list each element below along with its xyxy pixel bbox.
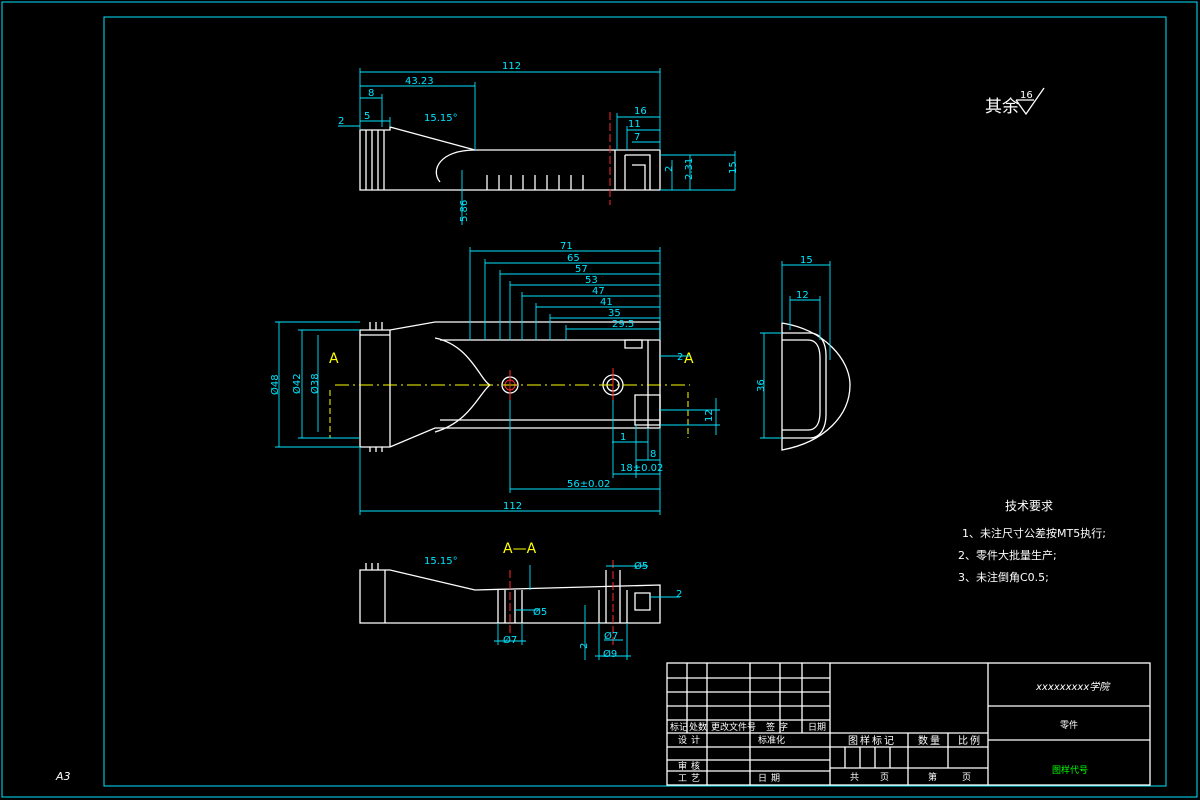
tech-item-1: 1、未注尺寸公差按MT5执行; <box>962 526 1106 540</box>
tb-header-count: 处数 <box>689 721 707 733</box>
section-dim-angle: 15.15° <box>424 556 458 567</box>
front-dim-65: 65 <box>567 253 580 264</box>
tb-header-sign: 签字 <box>766 721 792 733</box>
tb-scale: 比例 <box>958 734 982 747</box>
top-dim-586: 5.86 <box>459 200 470 222</box>
top-dim-16: 16 <box>634 106 647 117</box>
tb-header-date: 日期 <box>808 722 826 733</box>
tb-school: xxxxxxxxx学院 <box>1035 681 1111 693</box>
top-dim-2: 2 <box>338 116 344 127</box>
top-dim-angle: 15.15° <box>424 113 458 124</box>
tech-item-2: 2、零件大批量生产; <box>958 548 1057 562</box>
section-dim-d7-left: Ø7 <box>503 634 517 646</box>
top-dim-7: 7 <box>634 132 640 143</box>
top-dim-15: 15 <box>728 161 739 174</box>
front-section-letter-left: A <box>329 351 339 367</box>
front-dim-1: 1 <box>620 432 626 443</box>
section-dim-d9: Ø9 <box>603 648 617 660</box>
front-dim-41: 41 <box>600 297 613 308</box>
front-dim-35: 35 <box>608 308 621 319</box>
top-dim-43: 43.23 <box>405 76 434 87</box>
front-dim-d48: Ø48 <box>269 374 281 395</box>
section-dim-2-right: 2 <box>676 589 682 600</box>
side-dim-36: 36 <box>756 379 767 392</box>
side-dim-12: 12 <box>796 290 809 301</box>
top-dim-112: 112 <box>502 61 521 72</box>
surface-finish-symbol: 其余 16 <box>985 87 1045 117</box>
front-dim-57: 57 <box>575 264 588 275</box>
front-dim-d38: Ø38 <box>309 373 321 394</box>
tb-row-date: 日期 <box>758 773 784 784</box>
section-title: A—A <box>503 541 537 557</box>
front-view: A A 71 65 57 53 47 41 35 29.5 Ø48 Ø42 <box>269 241 720 515</box>
section-dim-d7-right: Ø7 <box>604 630 618 642</box>
top-dim-2b: 2 <box>664 166 675 172</box>
tech-requirements: 技术要求 1、未注尺寸公差按MT5执行; 2、零件大批量生产; 3、未注倒角C0… <box>958 499 1106 584</box>
tb-row-design: 设计 <box>678 734 704 746</box>
tb-quantity: 数量 <box>918 734 942 747</box>
top-dim-11: 11 <box>628 119 641 130</box>
front-dim-71: 71 <box>560 241 573 252</box>
tb-page-unit: 页 <box>880 772 889 783</box>
tb-stage-mark: 图样标记 <box>848 734 896 747</box>
tb-header-file: 更改文件号 <box>711 721 756 733</box>
side-view: 15 12 36 <box>756 255 851 451</box>
tb-row-review: 审核 <box>678 760 704 772</box>
top-dim-231: 2.31 <box>684 158 695 180</box>
tb-row-standard: 标准化 <box>758 734 785 746</box>
tech-title: 技术要求 <box>1005 499 1053 513</box>
section-dim-d5-mid: Ø5 <box>533 606 547 618</box>
top-view: 112 43.23 8 5 2 15.15° 16 11 7 2 2.31 15… <box>338 61 739 225</box>
surface-finish-value: 16 <box>1020 90 1033 101</box>
tech-item-3: 3、未注倒角C0.5; <box>958 570 1049 584</box>
front-section-offset: 2 <box>677 352 683 363</box>
front-dim-295: 29.5 <box>612 319 634 330</box>
top-dim-5: 5 <box>364 111 370 122</box>
front-dim-53: 53 <box>585 275 598 286</box>
front-dim-12: 12 <box>704 409 715 422</box>
surface-finish-prefix: 其余 <box>985 97 1019 117</box>
tb-page-unit2: 页 <box>962 772 971 783</box>
front-dim-112: 112 <box>503 501 522 512</box>
section-dim-2-bottom: 2 <box>579 643 590 649</box>
tb-total: 共 <box>850 772 859 783</box>
sheet-size-label: A3 <box>55 770 71 783</box>
tb-sheet-no: 第 <box>928 771 937 783</box>
section-view: A—A 15.15° Ø5 Ø5 Ø7 Ø7 Ø9 2 2 <box>359 541 682 660</box>
front-dim-18: 18±0.02 <box>620 463 663 474</box>
top-dim-8: 8 <box>368 88 374 99</box>
front-dim-8: 8 <box>650 449 656 460</box>
tb-row-process: 工艺 <box>678 773 704 784</box>
front-dim-47: 47 <box>592 286 605 297</box>
sheet-inner-border <box>103 16 1167 787</box>
tb-part-name: 零件 <box>1060 719 1078 731</box>
tb-header-mark: 标记 <box>670 721 688 733</box>
front-dim-d42: Ø42 <box>291 373 303 394</box>
title-block: 标记 处数 更改文件号 签字 日期 设计 标准化 审核 工艺 日期 图样标记 数… <box>666 662 1151 786</box>
section-dim-d5-top: Ø5 <box>634 560 648 572</box>
front-section-letter-right: A <box>684 351 694 367</box>
tb-drawing-no: 图样代号 <box>1052 764 1088 776</box>
side-dim-15: 15 <box>800 255 813 266</box>
front-dim-56: 56±0.02 <box>567 479 610 490</box>
